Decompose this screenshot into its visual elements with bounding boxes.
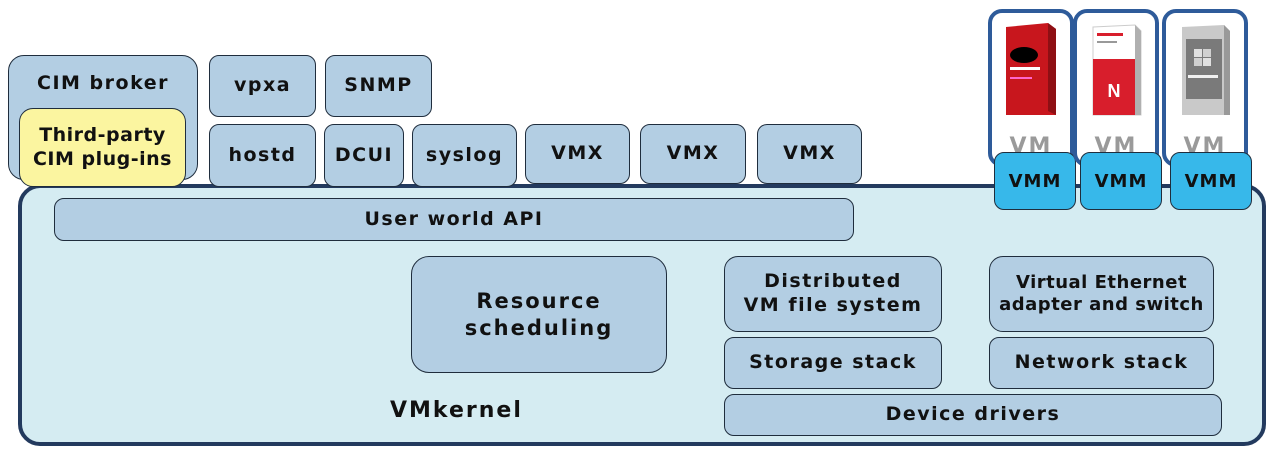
hostd-label: hostd [228,143,297,166]
network-stack: Network stack [989,337,1214,389]
third-party-cim-plugins: Third-party CIM plug-ins [19,108,186,187]
windows-server-product-box-icon [1182,25,1230,115]
storage-stack-label: Storage stack [749,351,917,374]
vmm-box-3: VMM [1170,152,1252,210]
vmx-label-1: VMX [551,142,604,165]
vmx-label-3: VMX [783,142,836,165]
cim-plugins-line2: CIM plug-ins [32,147,172,170]
vmkernel-label: VMkernel [390,398,523,423]
cim-broker-label: CIM broker [37,72,169,94]
cim-plugins-line1: Third-party [39,123,166,146]
resource-scheduling: Resource scheduling [411,256,667,373]
user-world-api: User world API [54,198,854,241]
vm-frame-2: N VM [1073,9,1159,167]
vmx-box-3: VMX [757,124,862,184]
vmx-box-2: VMX [640,124,746,184]
resource-scheduling-line2: scheduling [464,315,614,340]
vmm-label-2: VMM [1094,170,1148,192]
hostd-box: hostd [209,124,316,187]
vmm-box-2: VMM [1080,152,1162,210]
dvfs-line1: Distributed [764,270,902,293]
veth-line1: Virtual Ethernet [1015,271,1188,293]
veth-line2: adapter and switch [999,294,1204,315]
device-drivers: Device drivers [724,394,1222,436]
redhat-product-box-icon [1006,23,1056,115]
netware-product-box-icon: N [1092,24,1142,116]
resource-scheduling-line1: Resource [476,289,602,314]
vm-frame-3: VM [1162,9,1248,167]
storage-stack: Storage stack [724,337,942,389]
vmm-box-1: VMM [994,152,1076,210]
distributed-vm-file-system: Distributed VM file system [724,256,942,332]
vpxa-label: vpxa [233,74,292,97]
svg-text:N: N [1108,81,1121,101]
dvfs-line2: VM file system [743,294,923,316]
dcui-label: DCUI [334,143,394,166]
network-stack-label: Network stack [1014,351,1189,374]
syslog-label: syslog [425,143,504,166]
virtual-ethernet-adapter-and-switch: Virtual Ethernet adapter and switch [989,256,1214,332]
vmx-box-1: VMX [525,124,630,184]
syslog-box: syslog [412,124,517,187]
vmx-label-2: VMX [666,142,720,165]
vmm-label-3: VMM [1184,170,1238,192]
snmp-box: SNMP [325,55,432,117]
snmp-label: SNMP [344,74,413,97]
dcui-box: DCUI [324,124,404,187]
vm-frame-1: VM [988,9,1074,167]
device-drivers-label: Device drivers [885,403,1061,426]
user-world-api-label: User world API [364,207,544,230]
vmm-label-1: VMM [1008,170,1062,192]
vpxa-box: vpxa [209,55,316,117]
